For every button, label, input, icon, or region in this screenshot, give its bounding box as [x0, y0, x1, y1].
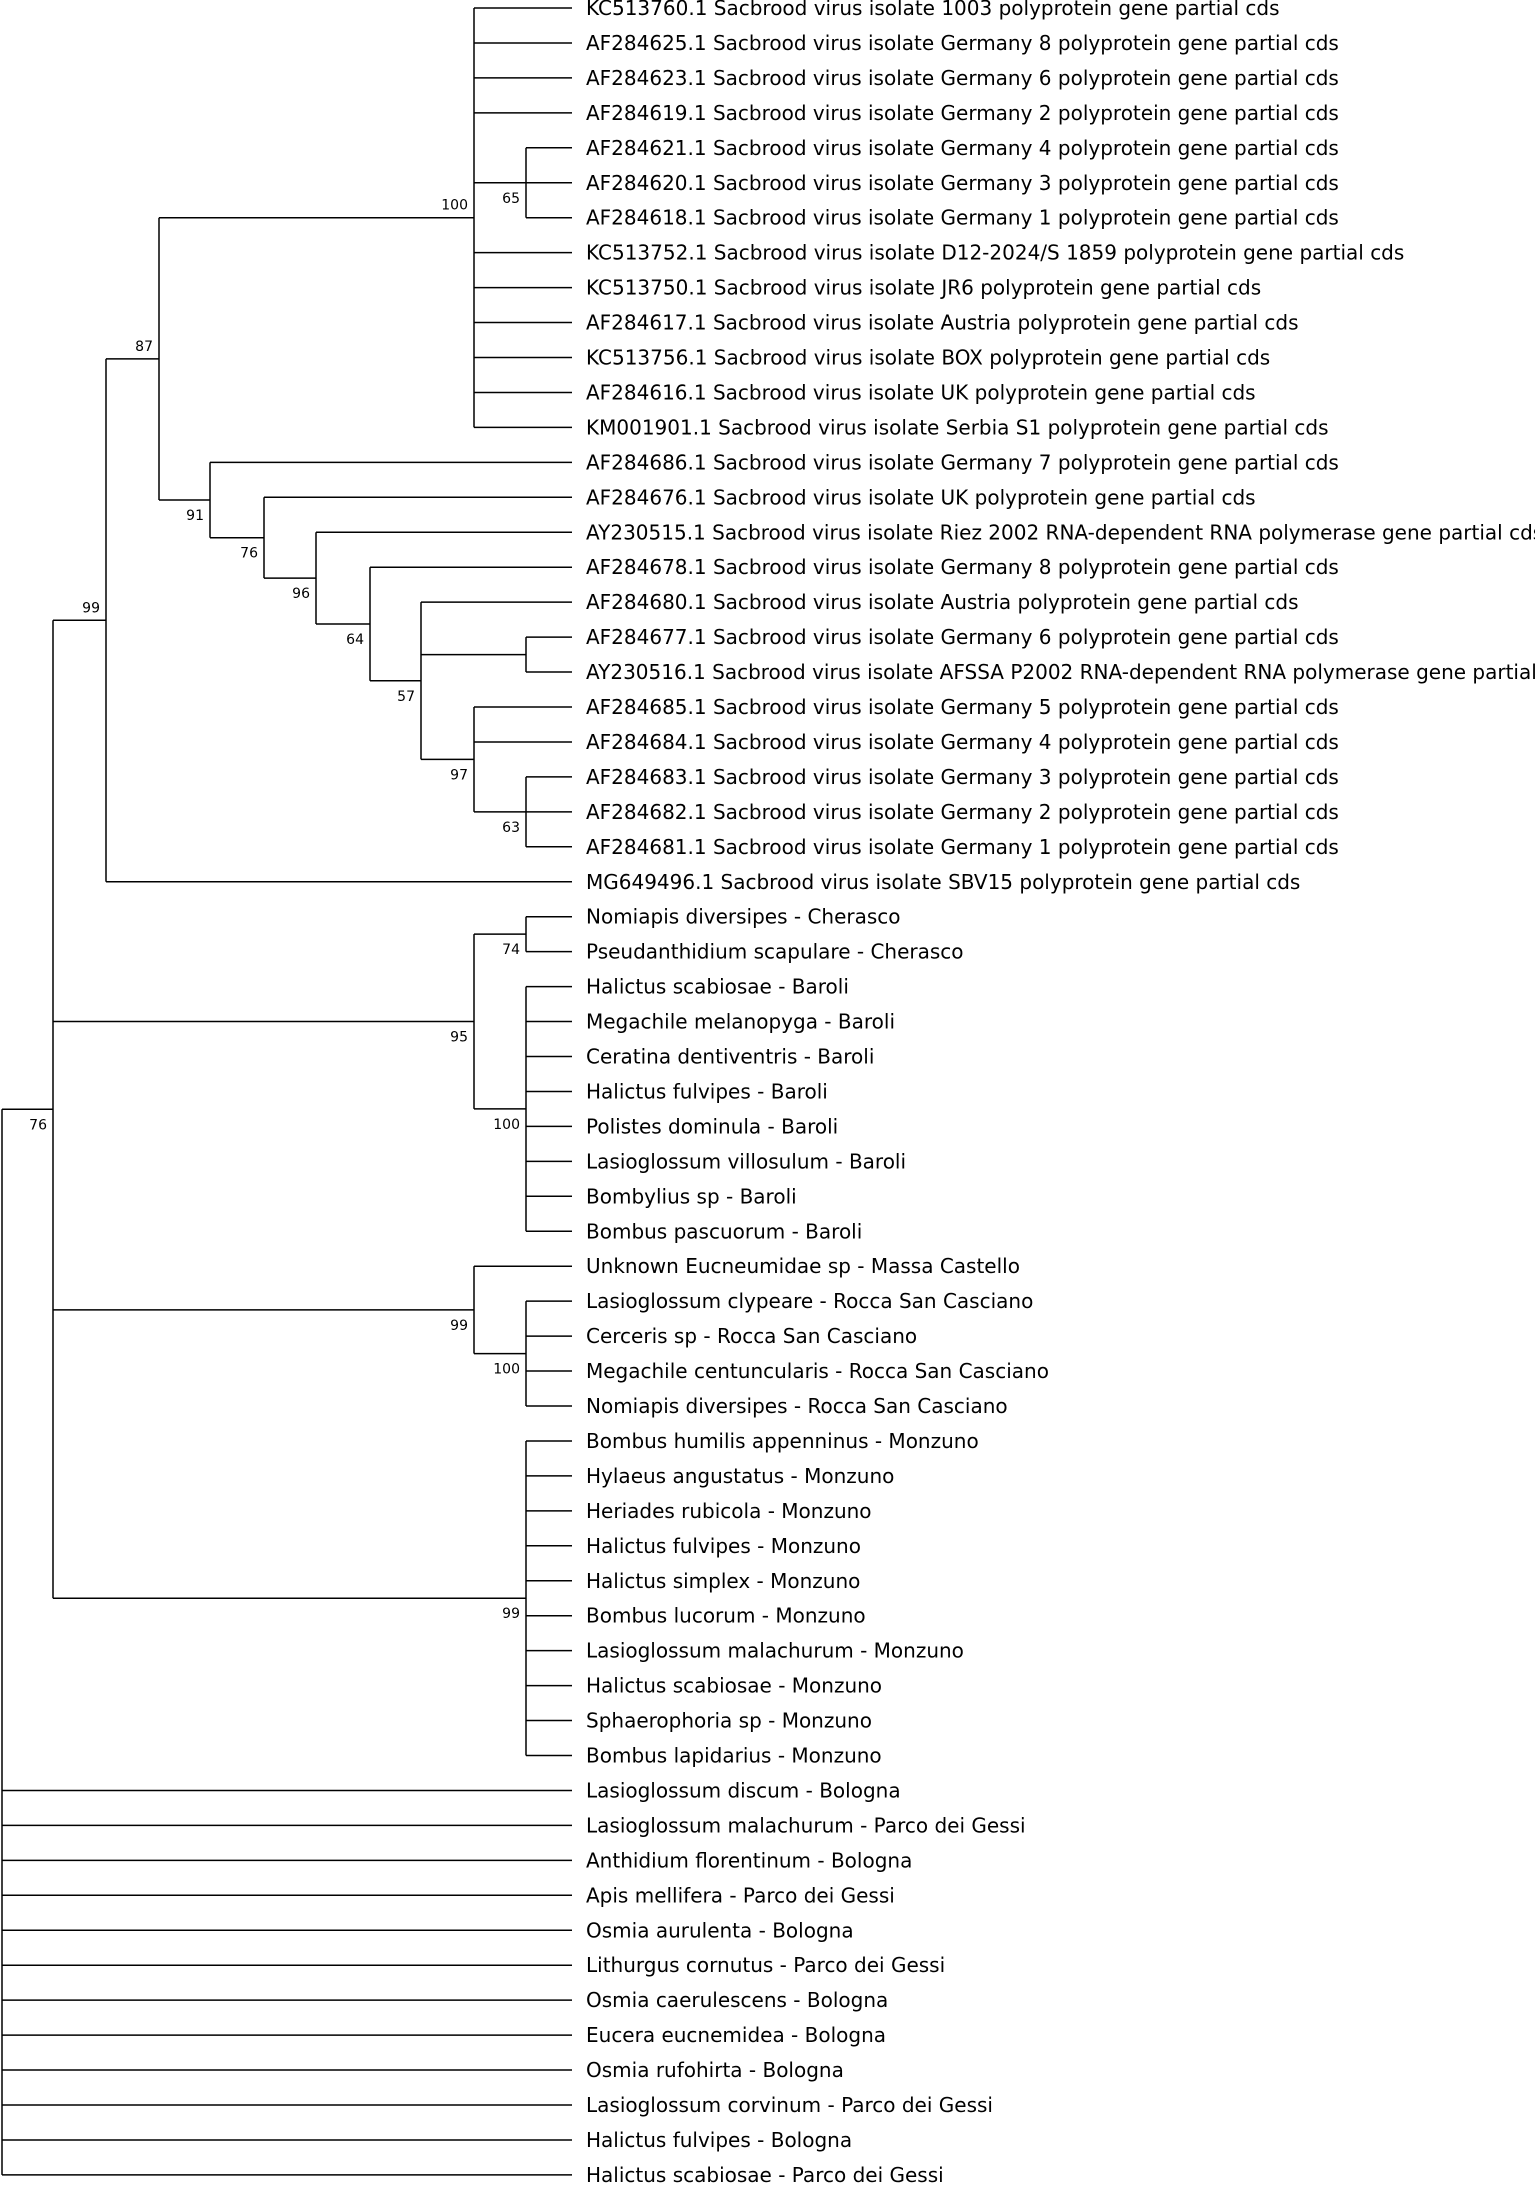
leaf-label: Anthidium florentinum - Bologna: [586, 1848, 912, 1872]
leaf-label: AF284617.1 Sacbrood virus isolate Austri…: [586, 311, 1299, 335]
leaf-label: KC513760.1 Sacbrood virus isolate 1003 p…: [586, 0, 1280, 20]
leaf-label: AF284683.1 Sacbrood virus isolate German…: [586, 765, 1339, 789]
bootstrap-support-label: 100: [441, 198, 468, 214]
bootstrap-support-label: 57: [397, 689, 415, 705]
bootstrap-support-label: 65: [502, 191, 520, 207]
leaf-label: AF284678.1 Sacbrood virus isolate German…: [586, 555, 1339, 579]
leaf-label: Lasioglossum discum - Bologna: [586, 1778, 901, 1802]
leaf-label: Bombus pascuorum - Baroli: [586, 1219, 862, 1243]
leaf-label: Nomiapis diversipes - Rocca San Casciano: [586, 1394, 1008, 1418]
leaf-label: Halictus scabiosae - Monzuno: [586, 1674, 882, 1698]
leaf-label: AF284676.1 Sacbrood virus isolate UK pol…: [586, 485, 1256, 509]
leaf-label: Halictus scabiosae - Parco dei Gessi: [586, 2163, 944, 2186]
bootstrap-support-label: 91: [186, 508, 204, 524]
leaf-label: KC513756.1 Sacbrood virus isolate BOX po…: [586, 346, 1270, 370]
leaf-label: Lasioglossum malachurum - Monzuno: [586, 1639, 964, 1663]
bootstrap-support-label: 96: [292, 586, 310, 602]
leaf-label: AF284686.1 Sacbrood virus isolate German…: [586, 450, 1339, 474]
leaf-label: Halictus fulvipes - Bologna: [586, 2128, 852, 2152]
leaf-label: Polistes dominula - Baroli: [586, 1114, 838, 1138]
leaf-label: AF284684.1 Sacbrood virus isolate German…: [586, 730, 1339, 754]
leaf-label: Heriades rubicola - Monzuno: [586, 1499, 872, 1523]
leaf-label: AF284621.1 Sacbrood virus isolate German…: [586, 136, 1339, 160]
bootstrap-support-label: 99: [450, 1318, 468, 1334]
leaf-label: KC513752.1 Sacbrood virus isolate D12-20…: [586, 241, 1404, 265]
leaf-label: Halictus fulvipes - Monzuno: [586, 1534, 861, 1558]
leaf-label: Apis mellifera - Parco dei Gessi: [586, 1883, 895, 1907]
leaf-label: AF284680.1 Sacbrood virus isolate Austri…: [586, 590, 1299, 614]
bootstrap-support-label: 100: [493, 1117, 520, 1133]
bootstrap-support-label: 74: [502, 942, 520, 958]
leaf-label: AF284620.1 Sacbrood virus isolate German…: [586, 171, 1339, 195]
leaf-label: Osmia aurulenta - Bologna: [586, 1918, 854, 1942]
leaf-label: Lasioglossum malachurum - Parco dei Gess…: [586, 1813, 1026, 1837]
leaf-label: Halictus fulvipes - Baroli: [586, 1079, 828, 1103]
leaf-label: MG649496.1 Sacbrood virus isolate SBV15 …: [586, 870, 1300, 894]
bootstrap-support-label: 95: [450, 1030, 468, 1046]
leaf-label: AF284618.1 Sacbrood virus isolate German…: [586, 206, 1339, 230]
leaf-label: Unknown Eucneumidae sp - Massa Castello: [586, 1254, 1020, 1278]
leaf-label: Megachile centuncularis - Rocca San Casc…: [586, 1359, 1049, 1383]
leaf-label: AY230515.1 Sacbrood virus isolate Riez 2…: [586, 520, 1535, 544]
leaf-label: AF284677.1 Sacbrood virus isolate German…: [586, 625, 1339, 649]
leaf-label: AF284623.1 Sacbrood virus isolate German…: [586, 66, 1339, 90]
leaf-label: Halictus simplex - Monzuno: [586, 1569, 860, 1593]
bootstrap-support-label: 87: [135, 339, 153, 355]
leaf-label: KM001901.1 Sacbrood virus isolate Serbia…: [586, 415, 1329, 439]
leaf-label: Hylaeus angustatus - Monzuno: [586, 1464, 894, 1488]
leaf-label: Ceratina dentiventris - Baroli: [586, 1045, 874, 1069]
leaf-label: KC513750.1 Sacbrood virus isolate JR6 po…: [586, 276, 1261, 300]
leaf-label: Lasioglossum villosulum - Baroli: [586, 1149, 906, 1173]
leaf-label: Osmia caerulescens - Bologna: [586, 1988, 888, 2012]
bootstrap-support-label: 97: [450, 767, 468, 783]
leaf-label: AF284682.1 Sacbrood virus isolate German…: [586, 800, 1339, 824]
leaf-label: AF284681.1 Sacbrood virus isolate German…: [586, 835, 1339, 859]
leaf-label: Lithurgus cornutus - Parco dei Gessi: [586, 1953, 945, 1977]
leaf-label: Lasioglossum clypeare - Rocca San Cascia…: [586, 1289, 1033, 1313]
bootstrap-support-label: 100: [493, 1362, 520, 1378]
leaf-label: AF284685.1 Sacbrood virus isolate German…: [586, 695, 1339, 719]
leaf-label: AY230516.1 Sacbrood virus isolate AFSSA …: [586, 660, 1535, 684]
leaf-label: AF284625.1 Sacbrood virus isolate German…: [586, 31, 1339, 55]
leaf-label: Bombus humilis appenninus - Monzuno: [586, 1429, 979, 1453]
leaf-label: AF284619.1 Sacbrood virus isolate German…: [586, 101, 1339, 125]
leaf-label: Bombylius sp - Baroli: [586, 1184, 797, 1208]
leaf-label: AF284616.1 Sacbrood virus isolate UK pol…: [586, 380, 1256, 404]
leaf-label: Eucera eucnemidea - Bologna: [586, 2023, 886, 2047]
bootstrap-support-label: 76: [29, 1117, 47, 1133]
leaf-label: Halictus scabiosae - Baroli: [586, 975, 849, 999]
leaf-label: Bombus lapidarius - Monzuno: [586, 1744, 882, 1768]
bootstrap-support-label: 99: [502, 1606, 520, 1622]
leaf-label: Pseudanthidium scapulare - Cherasco: [586, 940, 964, 964]
leaf-label: Sphaerophoria sp - Monzuno: [586, 1709, 872, 1733]
leaf-label: Nomiapis diversipes - Cherasco: [586, 905, 901, 929]
bootstrap-support-label: 76: [240, 546, 258, 562]
bootstrap-support-label: 64: [346, 632, 364, 648]
leaf-label: Bombus lucorum - Monzuno: [586, 1604, 866, 1628]
bootstrap-support-label: 99: [82, 600, 100, 616]
leaf-label: Megachile melanopyga - Baroli: [586, 1010, 895, 1034]
leaf-label: Osmia rufohirta - Bologna: [586, 2058, 844, 2082]
leaf-label: Lasioglossum corvinum - Parco dei Gessi: [586, 2093, 993, 2117]
bootstrap-support-label: 63: [502, 820, 520, 836]
leaf-label: Cerceris sp - Rocca San Casciano: [586, 1324, 917, 1348]
